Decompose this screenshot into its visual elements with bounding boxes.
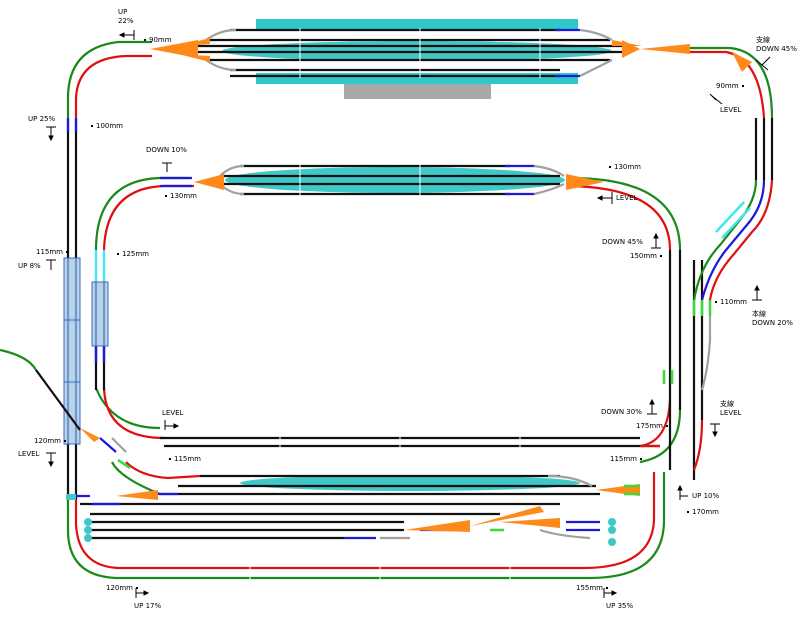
label-branch-level: 支線 LEVEL bbox=[720, 400, 742, 417]
label-level-right-top: LEVEL bbox=[720, 106, 742, 114]
left-bridge bbox=[63, 257, 109, 445]
inner-station-blue bbox=[160, 164, 535, 196]
label-90mm-top: 90mm bbox=[141, 36, 172, 45]
label-120mm-bottom: 120mm bbox=[106, 584, 141, 593]
label-up22: UP 22% bbox=[118, 8, 134, 25]
label-130mm-left: 130mm bbox=[162, 192, 197, 201]
label-100mm: 100mm bbox=[88, 122, 123, 131]
right-branch-down bbox=[692, 419, 704, 471]
top-station-blue-pieces bbox=[555, 28, 580, 78]
label-155mm: 155mm bbox=[576, 584, 611, 593]
label-up25: UP 25% bbox=[28, 115, 56, 123]
bottom-turnouts bbox=[116, 484, 640, 532]
top-station-tracks bbox=[198, 28, 622, 78]
label-up8: UP 8% bbox=[18, 262, 41, 270]
right-gray-branch bbox=[700, 316, 712, 391]
left-branch-curve bbox=[0, 348, 37, 371]
label-down45-inner: DOWN 45% bbox=[602, 238, 643, 246]
inner-station-platform-oval bbox=[225, 167, 565, 193]
right-top-turnout bbox=[732, 52, 752, 72]
label-115mm-left: 115mm bbox=[36, 248, 71, 257]
label-down10: DOWN 10% bbox=[146, 146, 187, 154]
left-branch-turnout bbox=[80, 428, 100, 442]
label-level-mid-left: LEVEL bbox=[162, 409, 184, 417]
grade-arrows bbox=[46, 30, 771, 598]
left-blue-pieces bbox=[66, 118, 106, 362]
outer-loop-green bbox=[66, 40, 774, 580]
label-175mm: 175mm bbox=[636, 422, 671, 431]
bottom-cyan-bumpers bbox=[66, 494, 616, 546]
label-level-inner-top: LEVEL bbox=[616, 194, 638, 202]
label-up10: UP 10% bbox=[692, 492, 720, 500]
label-150mm: 150mm bbox=[630, 252, 665, 261]
inner-station-tracks bbox=[220, 164, 560, 196]
label-110mm: 110mm bbox=[712, 298, 747, 307]
bottom-yard-platform-oval bbox=[240, 475, 580, 491]
label-115mm-right: 115mm bbox=[610, 455, 645, 464]
left-branch-diagonal bbox=[35, 369, 81, 431]
top-station-building bbox=[344, 84, 491, 99]
left-cyan-pieces bbox=[94, 250, 106, 282]
label-130mm-right: 130mm bbox=[606, 163, 641, 172]
label-level-left: LEVEL bbox=[18, 450, 40, 458]
label-down30: DOWN 30% bbox=[601, 408, 642, 416]
top-turnouts bbox=[150, 38, 690, 62]
inner-turnouts bbox=[194, 174, 604, 190]
bottom-lime-pieces bbox=[117, 458, 640, 532]
label-branch-down45: 支線 DOWN 45% bbox=[756, 36, 797, 53]
track-joints bbox=[249, 28, 541, 580]
label-up17: UP 17% bbox=[134, 602, 162, 610]
label-main-down20: 本線 DOWN 20% bbox=[752, 310, 793, 327]
label-up35: UP 35% bbox=[606, 602, 634, 610]
top-station-platform-1 bbox=[256, 19, 578, 29]
right-vertical-tracks bbox=[668, 118, 774, 480]
label-170mm: 170mm bbox=[684, 508, 719, 517]
bottom-gray bbox=[111, 437, 593, 540]
label-90mm-right: 90mm bbox=[716, 82, 747, 91]
label-125mm: 125mm bbox=[114, 250, 149, 259]
right-lime-pieces bbox=[662, 300, 712, 384]
right-s-curve bbox=[692, 179, 774, 301]
top-station-platform-2 bbox=[256, 73, 578, 84]
label-115mm-mid: 115mm bbox=[166, 455, 201, 464]
label-120mm-left: 120mm bbox=[34, 437, 69, 446]
